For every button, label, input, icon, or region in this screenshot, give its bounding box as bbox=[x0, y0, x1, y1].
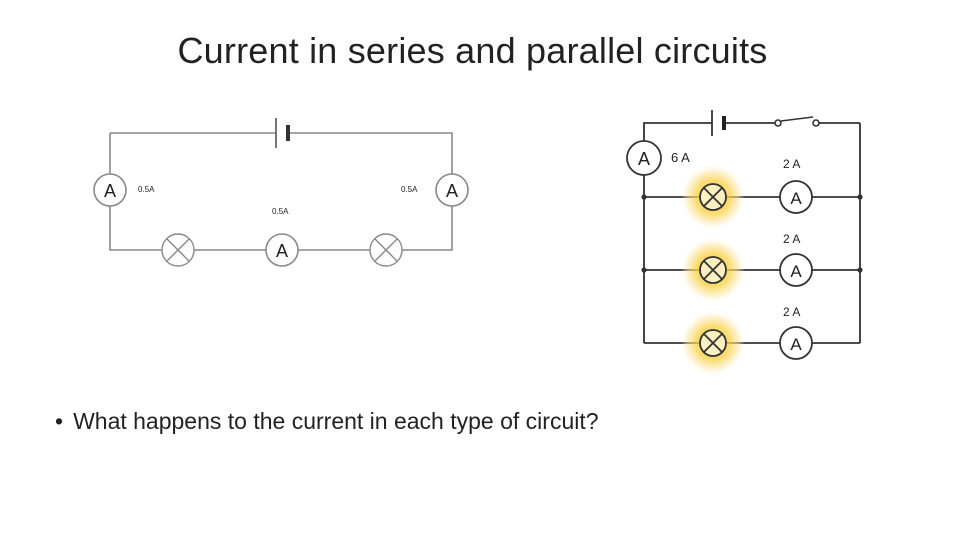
ammeter-symbol: A bbox=[638, 149, 650, 169]
parallel-circuit: A 6 A A A bbox=[626, 110, 863, 375]
series-ammeter-left: A bbox=[93, 173, 127, 207]
parallel-battery-icon bbox=[711, 110, 726, 136]
series-lamp-right-icon bbox=[369, 233, 403, 267]
ammeter-symbol: A bbox=[790, 335, 802, 354]
parallel-branch-ammeter-3: A bbox=[779, 326, 813, 360]
series-circuit: A 0.5A A 0.5A 0.5A A bbox=[93, 118, 469, 267]
series-middle-reading: 0.5A bbox=[272, 207, 289, 216]
parallel-main-reading: 6 A bbox=[671, 150, 690, 165]
series-ammeter-middle: A bbox=[265, 233, 299, 267]
ammeter-symbol: A bbox=[446, 181, 458, 201]
series-left-reading: 0.5A bbox=[138, 185, 155, 194]
series-lamp-left-icon bbox=[161, 233, 195, 267]
ammeter-symbol: A bbox=[104, 181, 116, 201]
ammeter-symbol: A bbox=[790, 262, 802, 281]
switch-icon bbox=[774, 116, 820, 127]
series-battery-icon bbox=[275, 118, 290, 148]
slide-title: Current in series and parallel circuits bbox=[177, 30, 768, 71]
series-right-reading: 0.5A bbox=[401, 185, 418, 194]
parallel-main-ammeter: A bbox=[626, 140, 662, 176]
bullet-dot: • bbox=[55, 408, 64, 434]
parallel-lamp-3-icon bbox=[699, 329, 727, 357]
parallel-lamp-1-icon bbox=[699, 183, 727, 211]
bullet-list: • What happens to the current in each typ… bbox=[55, 408, 599, 435]
ammeter-symbol: A bbox=[276, 241, 288, 261]
bullet-item: • What happens to the current in each typ… bbox=[55, 408, 599, 435]
ammeter-symbol: A bbox=[790, 189, 802, 208]
parallel-branch-ammeter-1: A bbox=[779, 180, 813, 214]
parallel-wire bbox=[643, 122, 861, 343]
series-ammeter-right: A bbox=[435, 173, 469, 207]
branch-reading-3: 2 A bbox=[783, 305, 800, 319]
bullet-text: What happens to the current in each type… bbox=[73, 408, 599, 434]
branch-reading-1: 2 A bbox=[783, 157, 800, 171]
parallel-branch-ammeter-2: A bbox=[779, 253, 813, 287]
junction-dots bbox=[641, 194, 863, 273]
branch-reading-2: 2 A bbox=[783, 232, 800, 246]
parallel-lamp-2-icon bbox=[699, 256, 727, 284]
